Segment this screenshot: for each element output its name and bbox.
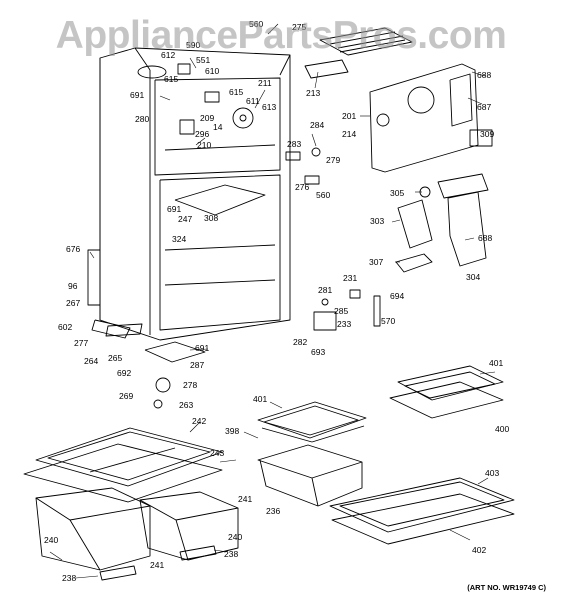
part-label: 282	[293, 337, 307, 347]
part-label: 263	[179, 400, 193, 410]
part-label: 304	[466, 272, 480, 282]
part-label: 238	[224, 549, 238, 559]
refrigerator-cabinet	[87, 47, 291, 363]
part-label: 401	[489, 358, 503, 368]
part-label: 615	[164, 74, 178, 84]
part-label: 401	[253, 394, 267, 404]
part-label: 209	[200, 113, 214, 123]
part-label: 240	[44, 535, 58, 545]
part-label: 240	[228, 532, 242, 542]
part-label: 691	[130, 90, 144, 100]
freezer-back-panel	[369, 63, 493, 173]
hinge-and-fasteners	[105, 147, 381, 409]
part-label: 264	[84, 356, 98, 366]
part-label: 267	[66, 298, 80, 308]
part-label: 213	[306, 88, 320, 98]
part-label: 287	[190, 360, 204, 370]
part-label: 676	[66, 244, 80, 254]
part-label: 615	[229, 87, 243, 97]
part-label: 236	[266, 506, 280, 516]
glass-shelf-bottom-right	[329, 477, 515, 545]
part-label: 687	[477, 102, 491, 112]
part-label: 201	[342, 111, 356, 121]
part-label: 398	[225, 426, 239, 436]
part-label: 688	[477, 70, 491, 80]
part-label: 281	[318, 285, 332, 295]
part-label: 692	[117, 368, 131, 378]
part-label: 269	[119, 391, 133, 401]
part-label: 560	[316, 190, 330, 200]
part-label: 324	[172, 234, 186, 244]
crisper-drawers	[35, 487, 239, 581]
part-label: 247	[178, 214, 192, 224]
part-label: 214	[342, 129, 356, 139]
part-number-labels: 560 275 612 590 551 610 615 691 211 615 …	[44, 19, 509, 583]
part-label: 296	[195, 129, 209, 139]
deli-drawer	[257, 444, 363, 507]
part-label: 233	[337, 319, 351, 329]
part-label: 402	[472, 545, 486, 555]
part-label: 590	[186, 40, 200, 50]
part-label: 283	[287, 139, 301, 149]
part-label: 241	[150, 560, 164, 570]
part-label: 280	[135, 114, 149, 124]
evaporator-fan-assembly	[137, 63, 254, 135]
part-label: 610	[205, 66, 219, 76]
part-label: 277	[74, 338, 88, 348]
part-label: 688	[478, 233, 492, 243]
part-label: 602	[58, 322, 72, 332]
part-label: 211	[258, 78, 272, 88]
part-label: 693	[311, 347, 325, 357]
part-label: 611	[246, 96, 260, 106]
part-label: 560	[249, 19, 263, 29]
part-label: 309	[480, 129, 494, 139]
part-label: 265	[108, 353, 122, 363]
part-label: 551	[196, 55, 210, 65]
crisper-cover	[23, 427, 223, 503]
part-label: 96	[68, 281, 78, 291]
part-label: 238	[62, 573, 76, 583]
part-label: 210	[197, 140, 211, 150]
center-glass-shelf	[257, 401, 367, 443]
part-label: 303	[370, 216, 384, 226]
part-label: 279	[326, 155, 340, 165]
art-number: (ART NO. WR19749 C)	[467, 583, 546, 592]
part-label: 276	[295, 182, 309, 192]
glass-shelf-right	[389, 365, 504, 419]
part-label: 243	[210, 448, 224, 458]
part-label: 308	[204, 213, 218, 223]
part-label: 612	[161, 50, 175, 60]
part-label: 284	[310, 120, 324, 130]
part-label: 691	[167, 204, 181, 214]
part-label: 285	[334, 306, 348, 316]
part-label: 305	[390, 188, 404, 198]
part-label: 691	[195, 343, 209, 353]
part-label: 275	[292, 22, 306, 32]
part-label: 278	[183, 380, 197, 390]
part-label: 570	[381, 316, 395, 326]
part-label: 307	[369, 257, 383, 267]
part-label: 14	[213, 122, 223, 132]
part-label: 242	[192, 416, 206, 426]
part-label: 694	[390, 291, 404, 301]
leader-lines	[49, 23, 496, 579]
part-label: 403	[485, 468, 499, 478]
part-label: 613	[262, 102, 276, 112]
part-label: 241	[238, 494, 252, 504]
part-label: 400	[495, 424, 509, 434]
freezer-shelf	[304, 27, 413, 79]
air-duct-assembly	[395, 173, 489, 273]
part-label: 231	[343, 273, 357, 283]
